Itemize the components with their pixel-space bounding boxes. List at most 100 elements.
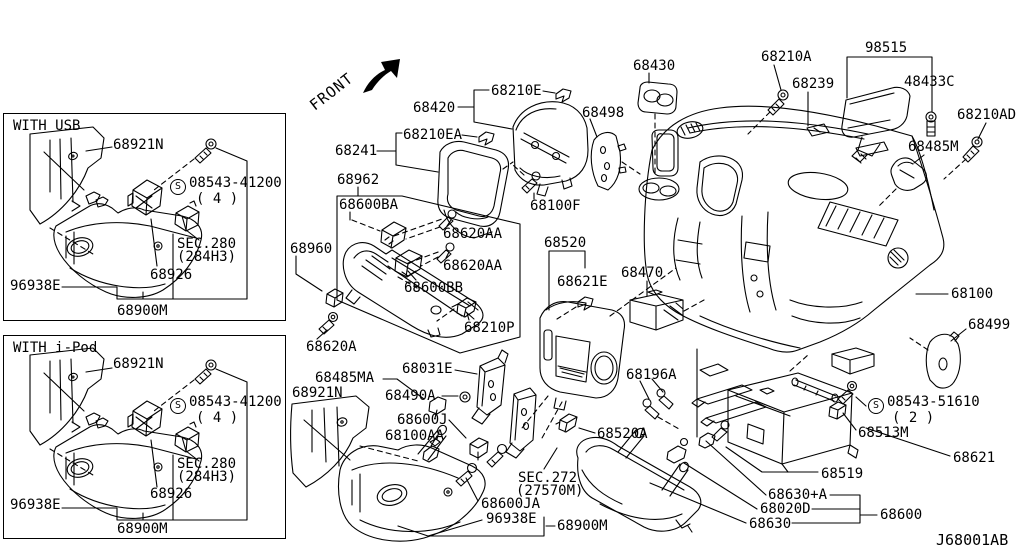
part-label-68519: 68519 [821,466,864,482]
part-label-68513M: 68513M [858,425,909,441]
part-label-68921N-main: 68921N [292,385,343,401]
part-label-68241: 68241 [335,143,378,159]
sec280-sub-ipod: (284H3) [177,469,237,485]
assembly-dashed-lines [351,111,967,462]
part-label-68196A: 68196A [626,367,677,383]
cluster-bezel-68241 [437,140,510,239]
part-label-68900M-usb: 68900M [117,303,168,319]
part-label-68470: 68470 [621,265,664,281]
s-circle-icon: S [170,398,186,414]
part-label-68921N-usb: 68921N [113,137,164,153]
clip-68960-icon [325,288,344,308]
part-label-68600J: 68600J [397,412,448,428]
cluster-hood-68420 [512,101,589,197]
part-label-96938E-main: 96938E [486,511,537,527]
part-label-68490A: 68490A [385,388,436,404]
screws-lower-icon [455,443,508,487]
part-label-68600JA: 68600JA [481,496,541,512]
clip-68210E-icon [555,88,572,103]
part-label-68630: 68630 [749,516,792,532]
kick-panel-68921N [290,395,370,488]
part-label-68600BB: 68600BB [404,280,464,296]
part-label-68921N-ipod: 68921N [113,356,164,372]
inset-usb-title: WITH USB [13,118,81,134]
part-label-68926-ipod: 68926 [150,486,193,502]
inset-box-usb [3,113,286,321]
part-label-68630A: 68630+A [768,487,828,503]
pin-68490A-icon [459,391,471,403]
bracket-68498 [590,131,627,191]
clip-68210EA-icon [478,131,495,146]
screw-08543-51610-icon [837,380,858,405]
grommet-68485MA-icon [428,396,447,419]
drawing-code: J68001AB [936,531,1009,549]
dashboard-68100 [638,105,945,375]
part-label-68621E: 68621E [557,274,608,290]
bolt-qty-41200-ipod: ( 4 ) [196,410,239,426]
part-label-68210P: 68210P [464,320,515,336]
grommet-68600J-icon [469,437,489,461]
bracket-68031E [471,349,509,425]
screws-68196A-icon [642,388,674,420]
part-label-68485MA: 68485MA [315,370,375,386]
cluster-lid-68520 [539,301,626,411]
sec272-sub: (27570M) [516,483,584,499]
finisher-assy-68962 [336,195,521,354]
part-label-68499: 68499 [968,317,1011,333]
screw-68620A-icon [318,311,339,335]
part-label-68962: 68962 [337,172,380,188]
glovebox-housing-68621 [691,348,859,473]
cup-holder-68430 [637,81,678,115]
part-label-68031E: 68031E [402,361,453,377]
part-label-68520: 68520 [544,235,587,251]
part-label-68600BA: 68600BA [339,197,399,213]
part-label-68210EA: 68210EA [403,127,463,143]
inset-ipod-title: WITH i-Pod [13,340,98,356]
part-label-68600: 68600 [880,507,923,523]
screw-48433C-icon [925,111,937,137]
part-label-68210A: 68210A [761,49,812,65]
leader-lines [295,56,987,537]
s-circle-icon: S [868,398,884,414]
part-label-68620AA-1: 68620AA [443,226,503,242]
part-label-68020D: 68020D [760,501,811,517]
screw-68100F-icon [521,171,541,194]
screw-68210AD-icon [962,136,983,163]
front-arrow-icon [363,59,400,93]
part-label-68210E: 68210E [491,83,542,99]
sec280-ref-ipod: SEC.280 [177,456,237,472]
part-label-68900M-main: 68900M [557,518,608,534]
part-label-68485M: 68485M [908,139,959,155]
part-label-68100AA: 68100AA [385,428,445,444]
glovebox-lid-68630 [576,427,716,533]
part-label-68926-usb: 68926 [150,267,193,283]
screw-68210A-icon [767,89,789,116]
sec272-ref: SEC.272 [518,470,578,486]
finisher-68499 [925,331,961,389]
part-label-48433C: 48433C [904,74,955,90]
part-label-68900M-ipod: 68900M [117,521,168,537]
rod-68519-icon [791,377,839,403]
clip-68520A-icon [555,413,578,433]
part-label-68239: 68239 [792,76,835,92]
grommet-68485M-icon [890,157,928,191]
s-circle-icon: S [170,179,186,195]
part-label-68420: 68420 [413,100,456,116]
box-68470 [629,289,684,331]
part-label-98515: 98515 [865,40,908,56]
part-label-68620A: 68620A [306,339,357,355]
inset-box-ipod [3,335,286,539]
bolt-qty-41200-usb: ( 4 ) [196,191,239,207]
part-label-68960: 68960 [290,241,333,257]
clip-68621E-icon [577,296,594,311]
part-label-96938E-usb: 96938E [10,278,61,294]
sec280-sub-usb: (284H3) [177,249,237,265]
part-label-68620AA-2: 68620AA [443,258,503,274]
clip-68210P-icon [451,297,477,318]
airbag-module-98515 [841,86,911,164]
